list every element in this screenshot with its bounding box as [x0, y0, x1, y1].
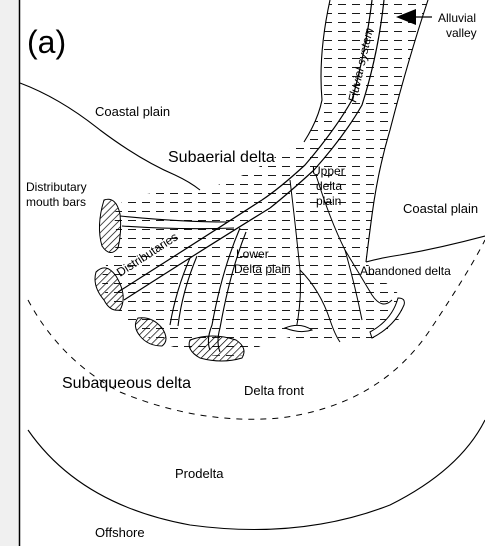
label-upper-delta-plain-line2: delta — [316, 179, 342, 193]
label-mouth-bars-line1: Distributary — [26, 180, 87, 194]
label-abandoned-delta: Abandoned delta — [360, 264, 451, 278]
label-lower-delta-plain-line2: Delta plain — [234, 262, 291, 276]
label-subaerial-delta: Subaerial delta — [168, 149, 275, 166]
label-delta-front: Delta front — [244, 383, 304, 398]
label-upper-delta-plain-line3: plain — [316, 194, 341, 208]
label-subaqueous-delta: Subaqueous delta — [62, 375, 191, 392]
label-offshore: Offshore — [95, 525, 145, 540]
label-alluvial-valley-line1: Alluvial — [438, 11, 476, 25]
label-coastal-plain-left: Coastal plain — [95, 104, 170, 119]
label-prodelta: Prodelta — [175, 466, 224, 481]
label-upper-delta-plain-line1: Upper — [312, 164, 345, 178]
label-coastal-plain-right: Coastal plain — [403, 201, 478, 216]
mouth-bar-1 — [99, 199, 120, 252]
label-lower-delta-plain-line1: Lower — [236, 247, 269, 261]
panel-label: (a) — [27, 24, 66, 60]
label-alluvial-valley-line2: valley — [446, 26, 477, 40]
label-mouth-bars-line2: mouth bars — [26, 195, 86, 209]
